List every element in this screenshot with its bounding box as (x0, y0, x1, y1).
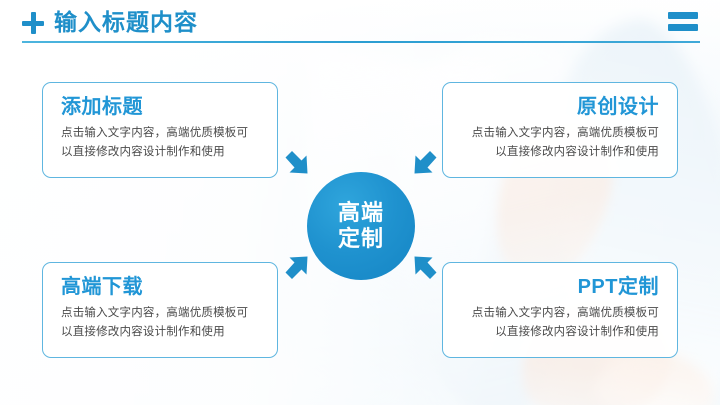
info-box-body-line-1: 点击输入文字内容，高端优质模板可 (61, 127, 249, 139)
info-box-title: 原创设计 (577, 96, 659, 118)
info-box-bottom-left[interactable]: 高端下载 点击输入文字内容，高端优质模板可 以直接修改内容设计制作和使用 (42, 262, 278, 358)
center-circle[interactable]: 高端 定制 (307, 172, 415, 280)
info-box-top-left[interactable]: 添加标题 点击输入文字内容，高端优质模板可 以直接修改内容设计制作和使用 (42, 82, 278, 178)
info-box-body: 点击输入文字内容，高端优质模板可 以直接修改内容设计制作和使用 (61, 304, 259, 342)
arrow-bottom-right-icon (409, 252, 439, 282)
slide-header: 输入标题内容 (0, 0, 720, 48)
info-box-title: 高端下载 (61, 276, 143, 298)
info-box-body: 点击输入文字内容，高端优质模板可 以直接修改内容设计制作和使用 (461, 304, 659, 342)
info-box-bottom-right[interactable]: PPT定制 点击输入文字内容，高端优质模板可 以直接修改内容设计制作和使用 (442, 262, 678, 358)
plus-icon (22, 12, 44, 34)
arrow-top-left-icon (283, 148, 313, 178)
center-circle-line-1: 高端 (337, 200, 384, 225)
info-box-title: PPT定制 (577, 276, 659, 298)
info-box-body-line-2: 以直接修改内容设计制作和使用 (495, 326, 659, 338)
header-divider (22, 41, 700, 43)
info-box-title: 添加标题 (61, 96, 143, 118)
info-box-body-line-1: 点击输入文字内容，高端优质模板可 (471, 127, 659, 139)
page-title: 输入标题内容 (54, 9, 198, 35)
hamburger-menu-icon[interactable] (668, 12, 698, 32)
info-box-top-right[interactable]: 原创设计 点击输入文字内容，高端优质模板可 以直接修改内容设计制作和使用 (442, 82, 678, 178)
info-box-body: 点击输入文字内容，高端优质模板可 以直接修改内容设计制作和使用 (61, 124, 259, 162)
arrow-bottom-left-icon (283, 252, 313, 282)
menu-bar-1 (668, 12, 698, 19)
info-box-body-line-2: 以直接修改内容设计制作和使用 (495, 146, 659, 158)
info-box-body-line-1: 点击输入文字内容，高端优质模板可 (61, 307, 249, 319)
info-box-body-line-2: 以直接修改内容设计制作和使用 (61, 146, 225, 158)
info-box-body-line-1: 点击输入文字内容，高端优质模板可 (471, 307, 659, 319)
info-box-body: 点击输入文字内容，高端优质模板可 以直接修改内容设计制作和使用 (461, 124, 659, 162)
info-box-body-line-2: 以直接修改内容设计制作和使用 (61, 326, 225, 338)
arrow-top-right-icon (409, 148, 439, 178)
center-circle-line-2: 定制 (337, 226, 384, 251)
menu-bar-2 (668, 24, 698, 31)
